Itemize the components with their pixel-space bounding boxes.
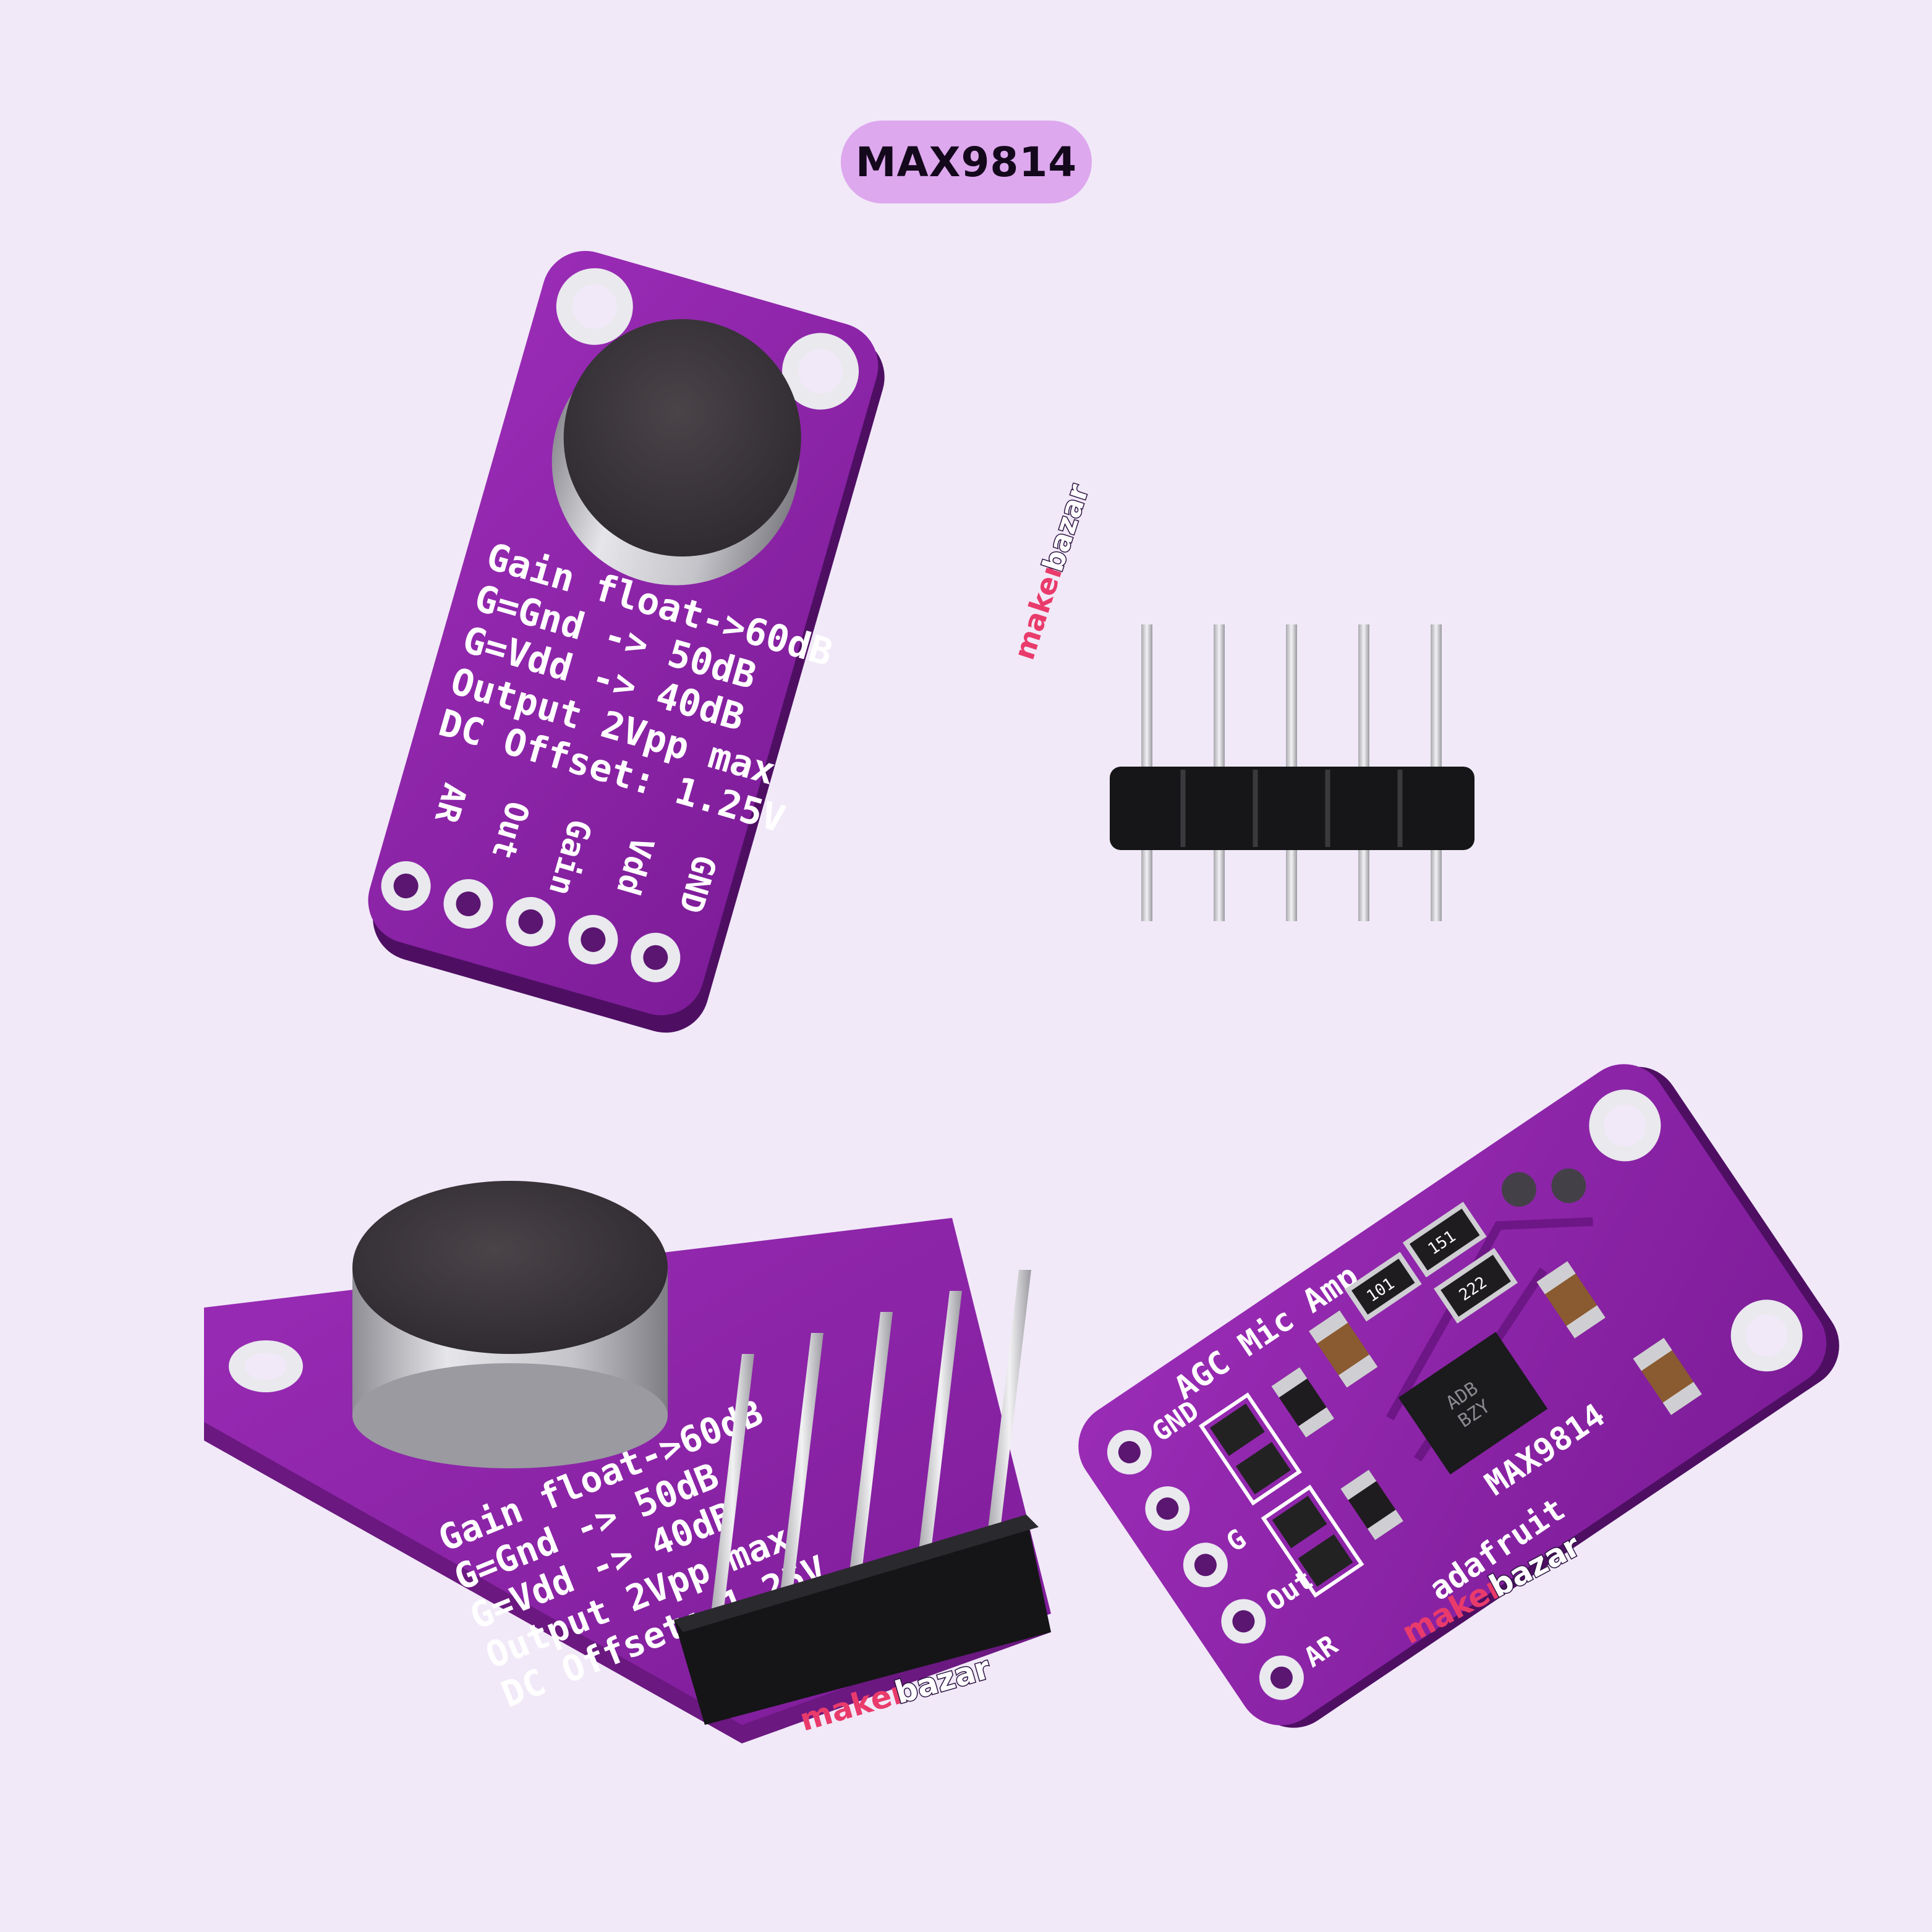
front-pads (381, 861, 681, 982)
front-mount-hole-left (556, 268, 633, 345)
header-divider (1325, 770, 1330, 847)
back-passives: 101 151 222 (1271, 1168, 1702, 1540)
back-pads (1107, 1429, 1304, 1700)
back-board: GND G Out AR AGC Mic Amp 101 151 222 (1078, 1064, 1839, 1728)
front-board: Gain float->60dB G=Gnd -> 50dB G=Vdd -> … (368, 250, 885, 1033)
back-ic-chip: ADB BZY (1398, 1332, 1548, 1475)
header-divider (1397, 770, 1403, 847)
pin-header-strip (1110, 624, 1475, 921)
front-watermark: maker bazar (1007, 479, 1096, 664)
header-divider (1253, 770, 1258, 847)
angled-board: Gain float->60dB G=Gnd -> 50dB G=Vdd -> … (204, 1181, 1051, 1743)
angled-header-pin (919, 1291, 962, 1551)
back-mount-hole-top (1589, 1089, 1661, 1162)
front-mount-hole-right (782, 333, 859, 410)
angled-header (674, 1270, 1051, 1725)
back-mount-hole-bottom (1730, 1300, 1803, 1372)
angled-header-pin (711, 1354, 754, 1614)
angled-header-pin (988, 1270, 1031, 1530)
header-divider (1180, 770, 1186, 847)
angled-header-pin (780, 1333, 823, 1593)
header-plastic-body (1110, 767, 1475, 850)
angled-microphone (352, 1181, 668, 1468)
front-microphone (551, 319, 801, 585)
angled-mount-hole (229, 1340, 303, 1392)
product-title-badge: MAX9814 (841, 121, 1092, 203)
angled-header-pin (849, 1312, 893, 1572)
watermark-bazar: bazar (1036, 480, 1095, 575)
angled-silkscreen: Gain float->60dB G=Gnd -> 50dB G=Vdd -> … (433, 1392, 832, 1716)
